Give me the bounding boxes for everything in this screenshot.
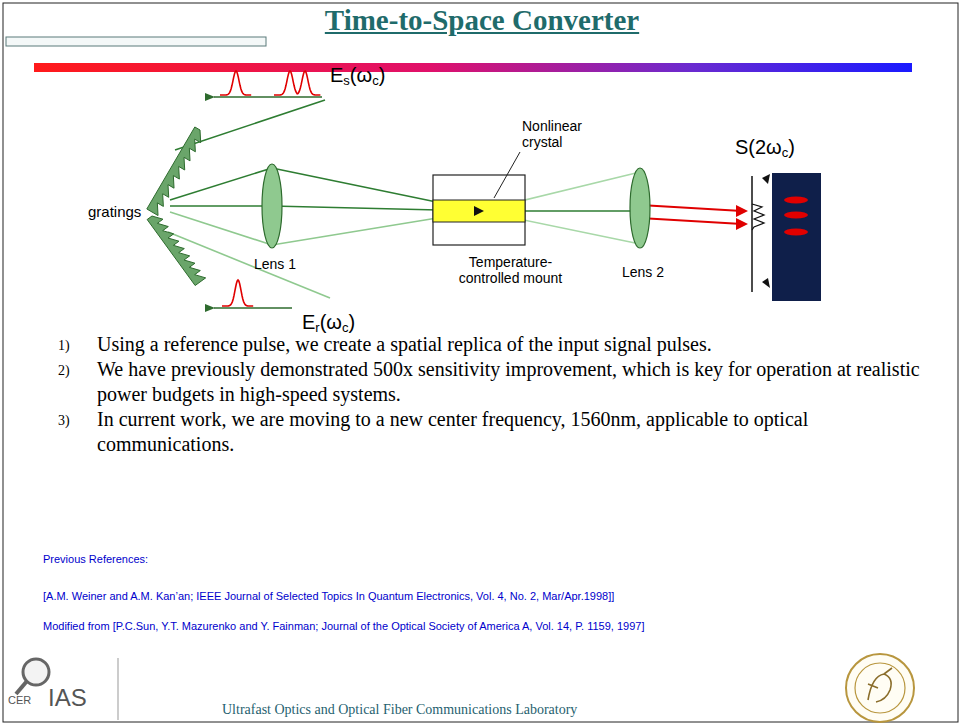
beams — [168, 100, 640, 298]
logo-text: IAS — [48, 684, 87, 712]
pulse — [220, 71, 251, 95]
lens-2 — [630, 168, 650, 248]
reference: Modified from [P.C.Sun, Y.T. Mazurenko a… — [43, 620, 943, 633]
nonlinear-crystal — [433, 200, 525, 222]
bullet-number: 3) — [58, 413, 70, 429]
university-seal — [846, 654, 914, 722]
bullet-number: 1) — [58, 338, 70, 354]
signal-pulses — [214, 71, 322, 97]
reference-pulse — [214, 280, 292, 308]
part-label: Nonlinear crystal — [522, 118, 602, 150]
leader-line — [494, 152, 520, 198]
bullet-number: 2) — [58, 363, 70, 379]
cerias-logo — [16, 658, 118, 720]
part-label: Temperature-controlled mount — [448, 254, 573, 286]
part-label: Lens 2 — [622, 264, 664, 280]
part-label: Lens 1 — [254, 256, 296, 272]
signal-name: S(2ωc) — [735, 136, 795, 159]
slide-title: Time-to-Space Converter — [0, 4, 964, 37]
reference-heading: Previous References: — [43, 553, 148, 566]
bullet-text: Using a reference pulse, we create a spa… — [97, 332, 942, 357]
bullet-text: We have previously demonstrated 500x sen… — [97, 357, 942, 407]
part-label: gratings — [88, 203, 141, 220]
pulse — [222, 280, 253, 306]
signal-name: Er(ωc) — [302, 311, 355, 334]
slide-border — [3, 3, 958, 722]
grating — [147, 216, 206, 286]
temperature-mount — [433, 175, 525, 245]
signal-name: Es(ωc) — [330, 64, 385, 87]
lens-1 — [262, 164, 282, 248]
detector-screen — [752, 173, 821, 301]
pulse — [274, 71, 320, 95]
reference: [A.M. Weiner and A.M. Kan’an; IEEE Journ… — [43, 590, 943, 603]
output-beams — [640, 205, 748, 230]
logo-text: CER — [8, 694, 31, 707]
grating — [147, 127, 201, 216]
bullet-text: In current work, we are moving to a new … — [97, 407, 942, 457]
title-rule — [6, 37, 266, 46]
grating-pair — [147, 127, 206, 286]
footer-text: Ultrafast Optics and Optical Fiber Commu… — [222, 702, 577, 718]
color-bar — [34, 63, 912, 72]
crystal-axis — [474, 206, 484, 216]
